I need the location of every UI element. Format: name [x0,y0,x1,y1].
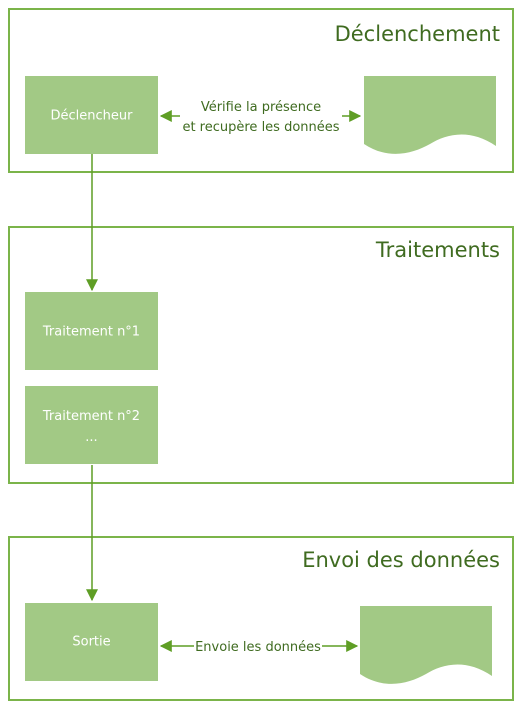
node-step2-label-line2: ... [85,430,97,445]
document-source-shape [364,76,496,154]
edge-label-check-line1: Vérifie la présence [201,100,321,115]
node-step2-box [25,386,158,464]
section-title-trigger: Déclenchement [335,22,500,46]
document-target-shape [360,606,492,684]
node-step1-label: Traitement n°1 [42,325,140,340]
node-step2-label-line1: Traitement n°2 [42,409,140,424]
section-title-processing: Traitements [375,238,500,262]
node-exit-box [25,603,158,681]
node-trigger-label: Déclencheur [51,109,134,124]
node-step1-box [25,292,158,370]
node-exit-label: Sortie [72,635,110,650]
edge-label-send: Envoie les données [195,640,321,655]
node-trigger-box [25,76,158,154]
edge-label-check-line2: et recupère les données [182,120,339,135]
section-title-output: Envoi des données [302,548,500,572]
